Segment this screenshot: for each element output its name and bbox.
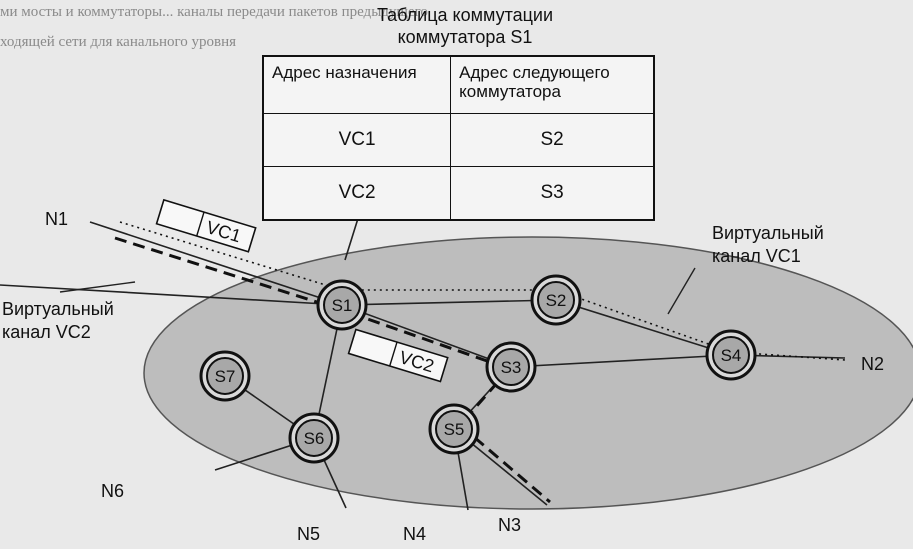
- background-text-line: ми мосты и коммутаторы... каналы передач…: [0, 4, 428, 20]
- cell-destination: VC1: [262, 113, 452, 167]
- switch-label: S5: [444, 420, 465, 439]
- table-header-row: Адрес назначения Адрес следующего коммут…: [262, 55, 655, 114]
- background-text-line: ходящей сети для канального уровня: [0, 34, 236, 50]
- switch-s6: S6: [288, 412, 340, 464]
- packet-body: [347, 328, 449, 383]
- switch-inner-ring: [492, 348, 530, 386]
- switch-s2: S2: [530, 274, 582, 326]
- node-label-n4: N4: [403, 524, 427, 544]
- switch-inner-ring: [206, 357, 244, 395]
- packet-divider: [196, 211, 205, 237]
- switch-label: S2: [546, 291, 567, 310]
- switch-s1: S1: [316, 279, 368, 331]
- link-s3-s4: [510, 354, 732, 368]
- packet-divider: [389, 341, 398, 367]
- vc2-channel-label: Виртуальный канал VC2: [2, 299, 114, 342]
- switch-s7: S7: [199, 350, 251, 402]
- cell-next-switch: S3: [450, 166, 655, 221]
- packet-vc1-label: VC1: [204, 217, 243, 246]
- switch-label: S1: [332, 296, 353, 315]
- switch-s5: S5: [428, 403, 480, 455]
- packet-body: [155, 198, 257, 253]
- header-destination: Адрес назначения: [262, 55, 452, 114]
- table-row: VC1 S2: [262, 113, 655, 167]
- vc1-channel-label: Виртуальный канал VC1: [712, 223, 824, 266]
- switch-inner-ring: [712, 336, 750, 374]
- link-s1-s3: [341, 304, 512, 368]
- switch-s4: S4: [705, 329, 757, 381]
- vc2-label-pointer: [59, 281, 136, 293]
- cell-next-switch: S2: [450, 113, 655, 167]
- node-label-n5: N5: [297, 524, 321, 544]
- switching-table: Адрес назначения Адрес следующего коммут…: [262, 55, 655, 221]
- switch-inner-ring: [537, 281, 575, 319]
- switch-label: S4: [721, 346, 742, 365]
- header-next-switch: Адрес следующего коммутатора: [450, 55, 655, 114]
- link-s2-s4: [555, 299, 732, 356]
- link-n1-s1: [89, 221, 343, 306]
- vc1-label-pointer: [667, 267, 696, 315]
- link-n-vc2: [0, 284, 343, 306]
- switch-label: S6: [304, 429, 325, 448]
- link-s1-s2: [341, 299, 557, 306]
- switch-label: S7: [215, 367, 236, 386]
- node-label-n1: N1: [45, 209, 69, 229]
- node-label-n2: N2: [861, 354, 885, 374]
- node-label-n6: N6: [101, 481, 125, 501]
- switch-s3: S3: [485, 341, 537, 393]
- packet-vc1: VC1: [155, 198, 257, 253]
- table-row: VC2 S3: [262, 166, 655, 221]
- switch-inner-ring: [295, 419, 333, 457]
- table-title: Таблица коммутации коммутатора S1: [376, 5, 554, 47]
- node-label-n3: N3: [498, 515, 522, 535]
- cell-destination: VC2: [262, 166, 452, 221]
- switch-inner-ring: [435, 410, 473, 448]
- switch-inner-ring: [323, 286, 361, 324]
- switch-label: S3: [501, 358, 522, 377]
